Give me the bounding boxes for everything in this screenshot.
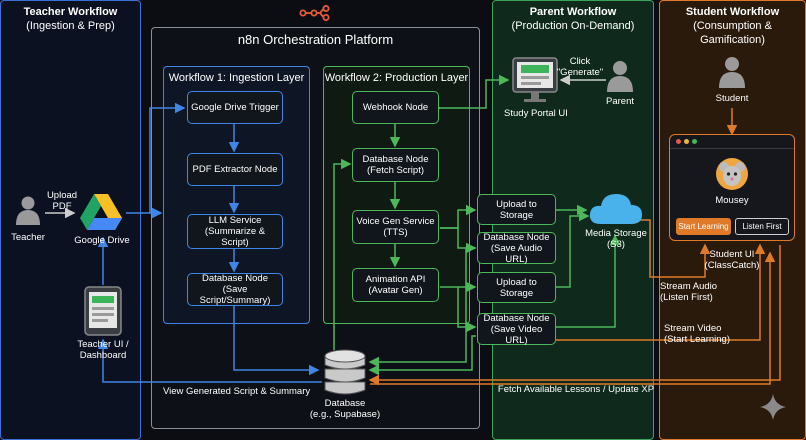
n8n-logo-icon [299, 5, 330, 21]
student-person-icon [719, 57, 745, 88]
window-close-dot[interactable] [676, 139, 681, 144]
stream-video-label: Stream Video (Start Learning) [664, 323, 731, 345]
study-portal-monitor-icon[interactable] [511, 56, 559, 104]
study-portal-label: Study Portal UI [504, 108, 568, 119]
parent-panel-title: Parent Workflow [529, 6, 617, 18]
wf1-node-database-save[interactable]: Database Node (Save Script/Summary) [187, 273, 283, 306]
cloud-storage-icon [589, 194, 642, 224]
student-panel-title: Student Workflow [685, 6, 780, 18]
fetch-lessons-label: Fetch Available Lessons / Update XP [497, 384, 655, 395]
teacher-panel-title: Teacher Workflow [23, 6, 118, 18]
media-storage-label: Media Storage (S3) [585, 228, 647, 250]
google-drive-label: Google Drive [74, 235, 130, 246]
listen-first-button[interactable]: Listen First [735, 218, 789, 235]
window-minimize-dot[interactable] [684, 139, 689, 144]
teacher-person-icon [16, 196, 40, 225]
database-label: Database (e.g., Supabase) [309, 398, 381, 420]
wf2-node-voice-gen[interactable]: Voice Gen Service (TTS) [352, 210, 439, 244]
node-upload-audio[interactable]: Upload to Storage [477, 194, 556, 225]
parent-person-icon [607, 61, 633, 92]
mousey-avatar-icon [716, 158, 748, 190]
start-learning-button[interactable]: Start Learning [676, 218, 731, 235]
parent-panel-subtitle: (Production On-Demand) [511, 20, 635, 32]
google-drive-icon[interactable] [80, 194, 122, 230]
teacher-label: Teacher [11, 232, 45, 243]
wf1-node-google-drive-trigger[interactable]: Google Drive Trigger [187, 91, 283, 124]
sparkle-icon [760, 394, 786, 420]
workflow1-title: Workflow 1: Ingestion Layer [168, 72, 305, 84]
student-ui-window: Mousey Start Learning Listen First [669, 134, 795, 241]
node-database-save-audio[interactable]: Database Node (Save Audio URL) [477, 232, 556, 265]
tablet-icon[interactable] [84, 286, 122, 336]
wf2-node-animation-api[interactable]: Animation API (Avatar Gen) [352, 268, 439, 302]
window-maximize-dot[interactable] [692, 139, 697, 144]
wf2-node-webhook[interactable]: Webhook Node [352, 91, 439, 124]
node-database-save-video[interactable]: Database Node (Save Video URL) [477, 313, 556, 346]
node-upload-video[interactable]: Upload to Storage [477, 272, 556, 303]
upload-pdf-label: Upload PDF [46, 190, 78, 212]
student-panel-subtitle: (Consumption & Gamification) [693, 20, 772, 46]
wf1-node-llm-service[interactable]: LLM Service (Summarize & Script) [187, 214, 283, 249]
n8n-panel-title: n8n Orchestration Platform [237, 32, 394, 47]
student-ui-label: Student UI (ClassCatch) [704, 249, 760, 271]
database-icon [324, 349, 366, 395]
student-label: Student [715, 93, 749, 104]
stream-audio-label: Stream Audio (Listen First) [660, 281, 718, 303]
mousey-label: Mousey [715, 195, 749, 206]
teacher-panel-subtitle: (Ingestion & Prep) [26, 20, 115, 32]
view-script-label: View Generated Script & Summary [163, 386, 311, 397]
wf2-node-database-fetch[interactable]: Database Node (Fetch Script) [352, 148, 439, 182]
parent-label: Parent [606, 96, 634, 107]
window-titlebar [670, 135, 794, 149]
teacher-ui-label: Teacher UI / Dashboard [77, 339, 129, 361]
click-generate-label: Click "Generate" [556, 56, 604, 78]
wf1-node-pdf-extractor[interactable]: PDF Extractor Node [187, 153, 283, 186]
